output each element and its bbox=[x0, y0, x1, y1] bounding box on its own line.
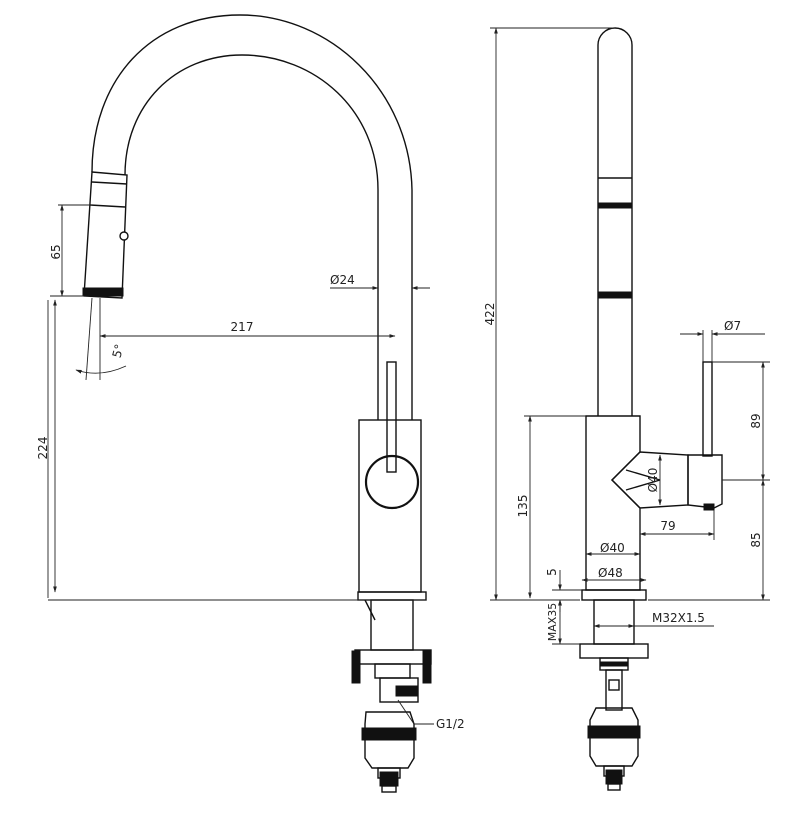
dim-mount-thread: M32X1.5 bbox=[652, 611, 705, 625]
dim-reach: 217 bbox=[231, 320, 254, 334]
dim-spout-diameter: Ø24 bbox=[330, 273, 355, 287]
side-shank bbox=[593, 599, 635, 645]
dim-spout-height: 224 bbox=[36, 437, 50, 460]
front-dimensions: 65 Ø24 217 5° 224 G1/2 bbox=[36, 204, 465, 731]
dim-lever-height: 89 bbox=[749, 413, 763, 428]
dim-max-counter-thickness: MAX35 bbox=[546, 603, 559, 642]
side-lever bbox=[702, 361, 713, 457]
dim-handle-diameter: Ø40 bbox=[646, 468, 660, 493]
dim-total-height: 422 bbox=[483, 303, 497, 326]
side-base-plate bbox=[581, 589, 647, 601]
dim-body-height: 135 bbox=[516, 495, 530, 518]
dim-lever-base-height: 85 bbox=[749, 532, 763, 547]
dim-spray-angle: 5° bbox=[110, 343, 127, 360]
spout-arc-inner bbox=[124, 54, 379, 420]
dim-inlet-thread: G1/2 bbox=[436, 717, 465, 731]
side-view bbox=[579, 27, 723, 791]
spray-nozzle bbox=[82, 287, 124, 297]
dim-lever-diameter: Ø7 bbox=[724, 319, 741, 333]
side-body bbox=[585, 415, 641, 591]
handle-knob bbox=[364, 454, 420, 510]
side-mount-nut bbox=[579, 643, 649, 659]
side-dimensions: 422 Ø7 89 85 Ø40 135 79 Ø40 Ø48 bbox=[483, 27, 770, 645]
dim-base-thickness: 5 bbox=[545, 568, 559, 576]
spray-button bbox=[119, 231, 129, 241]
dim-handle-reach: 79 bbox=[660, 519, 675, 533]
spray-head bbox=[83, 171, 128, 299]
dim-spray-head-length: 65 bbox=[49, 244, 63, 259]
shank bbox=[370, 599, 414, 651]
front-view bbox=[82, 14, 432, 793]
lever bbox=[386, 361, 397, 473]
dim-base-diameter: Ø48 bbox=[598, 566, 623, 580]
dim-body-diameter: Ø40 bbox=[600, 541, 625, 555]
faucet-body bbox=[358, 419, 422, 593]
mount-nut bbox=[354, 649, 432, 665]
base-plate bbox=[357, 591, 427, 601]
spout-arc bbox=[91, 14, 413, 420]
side-handle-block bbox=[687, 454, 723, 509]
side-spout bbox=[597, 27, 633, 416]
